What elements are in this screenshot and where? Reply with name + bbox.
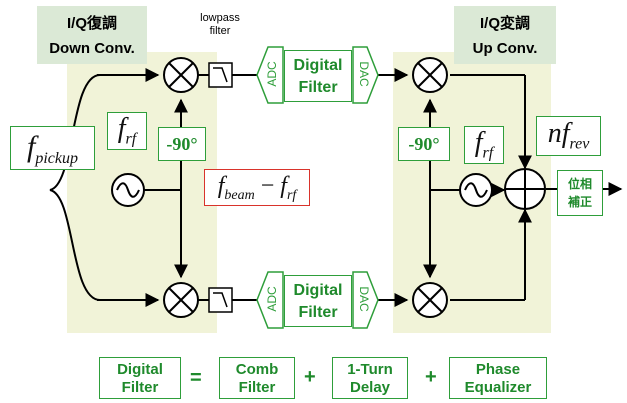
digital-filter-top: Digital Filter — [284, 50, 352, 102]
downconv-title-en: Down Conv. — [49, 40, 135, 57]
f-beam-minus-op: − — [260, 173, 275, 199]
digital-filter-top-line2: Filter — [298, 79, 338, 96]
f-beam-sub: beam — [224, 187, 255, 203]
equation-term-1-turn-delay: 1-Turn Delay — [332, 357, 408, 399]
equation-term1-line1: Comb — [235, 361, 279, 378]
f-rf-right-base: f — [474, 127, 483, 158]
nf-rev-label: nfrev — [536, 116, 601, 156]
lowpass-filter-bottom-icon — [208, 287, 233, 313]
f-beam-minus-f-rf-label: fbeam − frf — [204, 169, 310, 206]
lowpass-label: lowpass filter — [190, 12, 250, 38]
upconv-title-en: Up Conv. — [472, 40, 538, 57]
dac-top-shape — [352, 46, 379, 104]
adc-top-label: ADC — [265, 61, 279, 87]
f-rf-right-sub: rf — [482, 144, 494, 162]
digital-filter-bottom: Digital Filter — [284, 275, 352, 327]
mixer-left-top — [163, 57, 199, 93]
dac-bottom-label: DAC — [357, 286, 371, 312]
f-rf-sub: rf — [286, 187, 297, 203]
f-pickup-label: fpickup — [10, 126, 95, 170]
f-rf-left-sub: rf — [125, 130, 137, 148]
mixer-right-top — [412, 57, 448, 93]
equation-term-phase-equalizer: Phase Equalizer — [449, 357, 547, 399]
digital-filter-bottom-line2: Filter — [298, 304, 338, 321]
equation-term3-line2: Equalizer — [464, 379, 532, 396]
mixer-left-bottom — [163, 282, 199, 318]
equation-term1-line2: Filter — [238, 379, 276, 396]
mixer-right-bottom — [412, 282, 448, 318]
nf-rev-base: nf — [547, 118, 570, 149]
equation-lhs-line1: Digital — [117, 361, 163, 378]
adc-top-shape — [256, 46, 284, 104]
f-beam-base: f — [217, 173, 225, 199]
f-rf-left-label: frf — [107, 112, 147, 150]
f-pickup-sub: pickup — [35, 150, 78, 167]
equation-term2-line1: 1-Turn — [347, 361, 393, 378]
equation-plus-2: + — [425, 366, 437, 388]
adc-bottom-label: ADC — [265, 286, 279, 312]
oscillator-right-icon — [459, 173, 493, 207]
upconv-title-jp: I/Q変調 — [479, 15, 530, 32]
f-pickup-base: f — [27, 130, 36, 163]
input-brace — [49, 74, 101, 301]
lowpass-label-line1: lowpass — [200, 12, 240, 24]
dac-bottom-shape — [352, 271, 379, 329]
upconv-header: I/Q変調 Up Conv. — [454, 6, 556, 64]
f-rf-base: f — [280, 173, 287, 199]
digital-filter-top-line1: Digital — [293, 57, 343, 74]
equation-lhs-digital-filter: Digital Filter — [99, 357, 181, 399]
lowpass-filter-top-icon — [208, 62, 233, 88]
equation-term2-line2: Delay — [349, 379, 391, 396]
equation-term-comb-filter: Comb Filter — [219, 357, 295, 399]
f-rf-left-base: f — [117, 113, 126, 144]
equation-equals: = — [190, 367, 202, 389]
phase-shift-left: -90° — [158, 127, 206, 161]
equation-term3-line1: Phase — [475, 361, 521, 378]
dac-top-label: DAC — [357, 61, 371, 87]
oscillator-left-icon — [111, 173, 145, 207]
downconv-header: I/Q復調 Down Conv. — [37, 6, 147, 64]
equation-lhs-line2: Filter — [121, 379, 159, 396]
downconv-title-jp: I/Q復調 — [66, 15, 117, 32]
phase-correction-line1: 位相 — [567, 177, 592, 191]
adc-bottom-shape — [256, 271, 284, 329]
phase-shift-right: -90° — [398, 127, 450, 161]
phase-correction-line2: 補正 — [567, 195, 592, 209]
nf-rev-sub: rev — [569, 135, 590, 153]
digital-filter-bottom-line1: Digital — [293, 282, 343, 299]
summing-junction — [504, 168, 546, 210]
equation-plus-1: + — [304, 366, 316, 388]
f-rf-right-label: frf — [464, 126, 504, 164]
phase-correction-box: 位相 補正 — [557, 170, 603, 216]
lowpass-label-line2: filter — [209, 25, 231, 37]
